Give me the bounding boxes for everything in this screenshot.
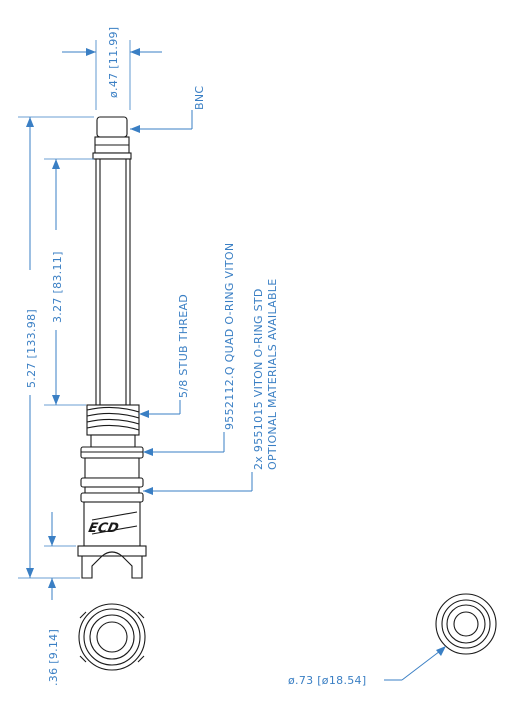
callout-o-rings: 2x 9551015 VITON O-RING STD OPTIONAL MAT… <box>143 279 279 495</box>
o-ring-2 <box>80 492 144 503</box>
end-view-left-outer <box>78 603 146 671</box>
dim-outer-diameter: ø.73 [ø18.54] <box>288 646 446 687</box>
end-view-right-inner <box>453 611 479 637</box>
end-view-left-inner <box>96 621 128 653</box>
dim-tube-length-text: 3.27 [83.11] <box>51 251 64 323</box>
callout-quad-ring: 9552112.Q QUAD O-RING VITON <box>143 243 236 456</box>
dim-overall-length: 5.27 [133.98] <box>18 116 94 579</box>
end-view-left-tabs <box>79 611 145 663</box>
callout-bnc: BNC <box>130 86 206 133</box>
end-view-right-outer <box>435 593 497 655</box>
end-view-left-ring-2 <box>89 614 135 660</box>
stub-thread <box>86 404 140 436</box>
quad-ring-body <box>90 434 136 448</box>
dim-top-width: ø.47 [11.99] <box>62 27 162 110</box>
ecd-logo: ECD <box>87 511 138 536</box>
callout-thread: 5/8 STUB THREAD <box>139 294 190 418</box>
base-feet <box>81 555 143 579</box>
dim-top-width-text: ø.47 [11.99] <box>107 27 120 98</box>
logo-text: ECD <box>87 521 120 536</box>
dim-outer-diameter-text: ø.73 [ø18.54] <box>288 674 366 687</box>
sensor-side-view: ECD <box>77 116 147 579</box>
dim-overall-length-text: 5.27 [133.98] <box>25 309 38 388</box>
end-view-left-ring <box>83 608 141 666</box>
callout-bnc-text: BNC <box>193 86 206 110</box>
sensor-tube <box>95 158 131 406</box>
base-flange <box>77 545 147 557</box>
callout-o-ring-line2: OPTIONAL MATERIALS AVAILABLE <box>266 279 279 470</box>
o-ring-gap <box>84 486 140 494</box>
dim-base-height: .36 [9.14] <box>44 512 76 686</box>
base-center-notch <box>101 551 123 557</box>
collar-step <box>92 152 132 160</box>
upper-body <box>84 457 140 479</box>
end-view-right-ring <box>441 599 491 649</box>
dim-base-height-text: .36 [9.14] <box>47 629 60 686</box>
callout-o-ring-line1: 2x 9551015 VITON O-RING STD <box>252 288 265 470</box>
bnc-cap <box>96 116 128 138</box>
callout-thread-text: 5/8 STUB THREAD <box>177 294 190 398</box>
dim-tube-length: 3.27 [83.11] <box>44 158 94 406</box>
lower-body <box>83 501 141 547</box>
end-view-right-ring-2 <box>446 604 486 644</box>
o-ring-1 <box>80 477 144 488</box>
end-view-right <box>435 593 497 655</box>
end-view-left <box>78 603 146 671</box>
callout-quad-ring-text: 9552112.Q QUAD O-RING VITON <box>223 243 236 430</box>
